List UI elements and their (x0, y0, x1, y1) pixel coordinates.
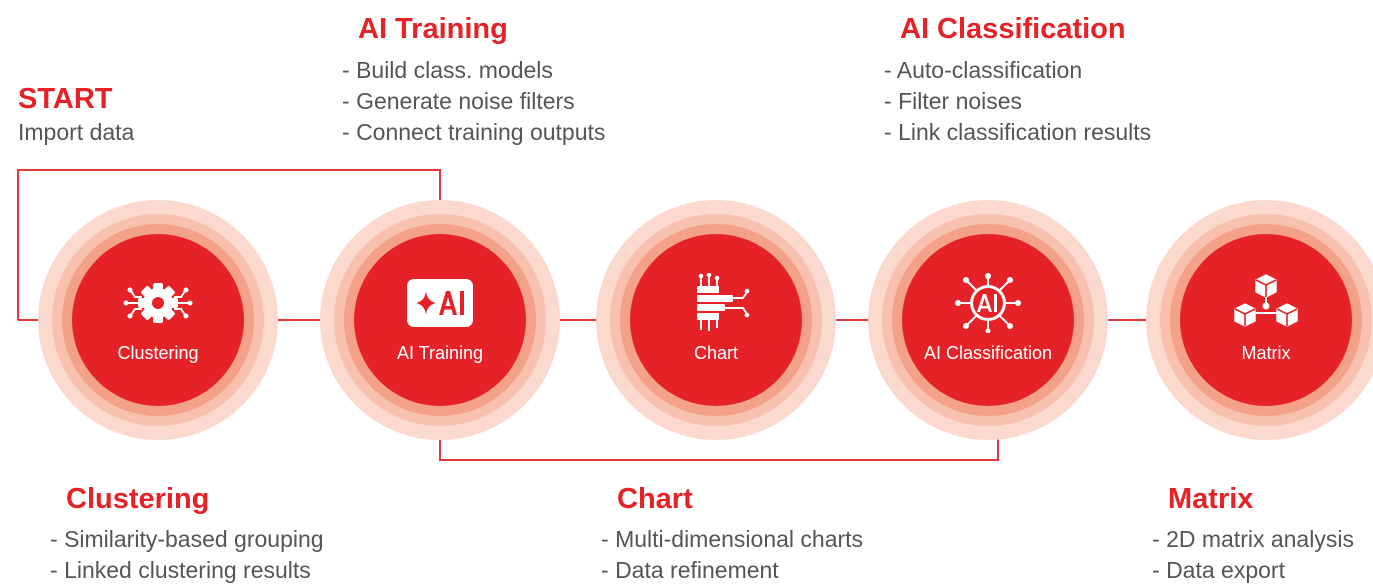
node-label-matrix: Matrix (1241, 343, 1291, 363)
chart-item: Data refinement (601, 555, 863, 586)
clustering-item: Similarity-based grouping (50, 524, 324, 555)
clustering-description: Similarity-based grouping Linked cluster… (50, 524, 324, 586)
sparkle-ai-icon (405, 273, 475, 333)
node-ai-training: AI Training (320, 200, 560, 440)
node-label-ai-training: AI Training (396, 343, 484, 363)
node-label-ai-classification: AI Classification (923, 343, 1053, 363)
node-label-clustering: Clustering (117, 343, 199, 363)
node-ai-classification: AI Classification (868, 200, 1108, 440)
node-label-chart: Chart (693, 343, 738, 363)
ai-network-icon (953, 273, 1023, 333)
node-clustering: Clustering (38, 200, 278, 440)
stacked-bars-circuit-icon (681, 273, 751, 333)
ai-classification-item: Link classification results (884, 117, 1151, 148)
matrix-heading: Matrix (1168, 483, 1254, 515)
node-matrix: Matrix (1146, 200, 1373, 440)
ai-classification-item: Auto-classification (884, 55, 1151, 86)
ai-classification-description: Auto-classification Filter noises Link c… (884, 55, 1151, 148)
chart-description: Multi-dimensional charts Data refinement (601, 524, 863, 586)
ai-classification-item: Filter noises (884, 86, 1151, 117)
start-subtitle: Import data (18, 119, 135, 145)
start-title: START (18, 83, 113, 115)
connector-start-to-ai-training (17, 169, 447, 320)
chart-heading: Chart (617, 483, 693, 515)
ai-training-heading: AI Training (358, 13, 508, 45)
cubes-network-icon (1231, 273, 1301, 333)
ai-training-item: Build class. models (342, 55, 605, 86)
matrix-description: 2D matrix analysis Data export (1152, 524, 1354, 586)
matrix-item: 2D matrix analysis (1152, 524, 1354, 555)
clustering-item: Linked clustering results (50, 555, 324, 586)
node-chart: Chart (596, 200, 836, 440)
ai-training-item: Connect training outputs (342, 117, 605, 148)
clustering-heading: Clustering (66, 483, 210, 515)
chart-item: Multi-dimensional charts (601, 524, 863, 555)
ai-classification-heading: AI Classification (900, 13, 1126, 45)
ai-training-item: Generate noise filters (342, 86, 605, 117)
matrix-item: Data export (1152, 555, 1354, 586)
gear-circuit-icon (123, 273, 193, 333)
ai-training-description: Build class. models Generate noise filte… (342, 55, 605, 148)
